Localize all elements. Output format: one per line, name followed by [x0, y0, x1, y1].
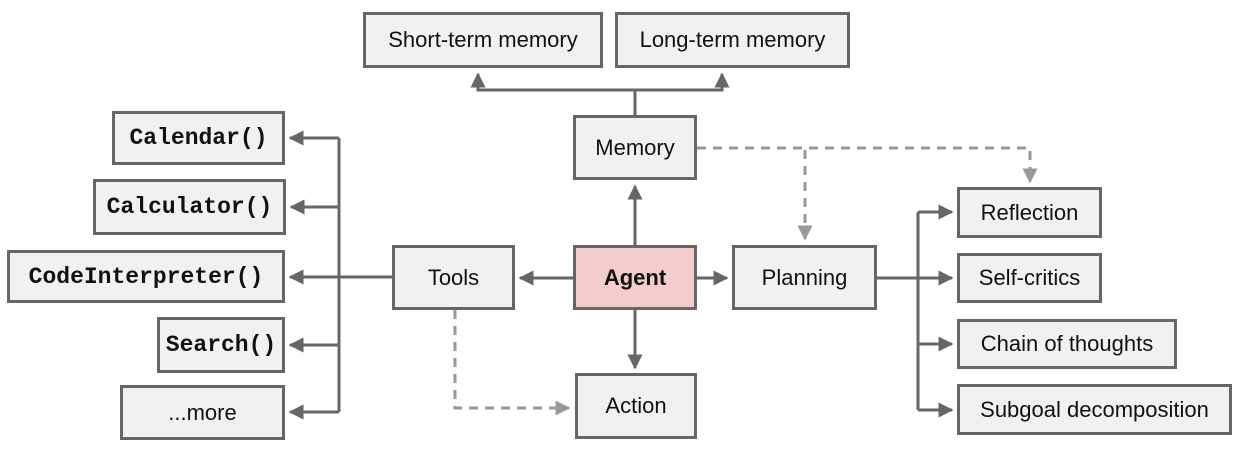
node-action: Action [575, 373, 697, 439]
node-agent: Agent [573, 245, 697, 310]
node-calendar: Calendar() [112, 111, 285, 165]
edge-memory-reflection-dashed [697, 146, 1038, 184]
edge-memory-short-term [470, 72, 635, 92]
node-search: Search() [157, 317, 285, 373]
edge-tools-action-dashed [453, 310, 571, 416]
node-reflection: Reflection [957, 187, 1102, 238]
node-planning: Planning [732, 245, 877, 310]
node-long-term-memory: Long-term memory [615, 12, 850, 68]
node-memory: Memory [573, 115, 697, 180]
node-chain-of-thoughts: Chain of thoughts [957, 319, 1177, 369]
edge-memory-long-term [635, 72, 730, 92]
node-self-critics: Self-critics [957, 253, 1102, 303]
node-tools: Tools [392, 245, 515, 310]
node-more: ...more [120, 385, 285, 440]
node-code-interpreter: CodeInterpreter() [7, 250, 285, 303]
node-short-term-memory: Short-term memory [363, 12, 603, 68]
node-subgoal-decomposition: Subgoal decomposition [957, 384, 1232, 435]
node-calculator: Calculator() [93, 179, 286, 235]
